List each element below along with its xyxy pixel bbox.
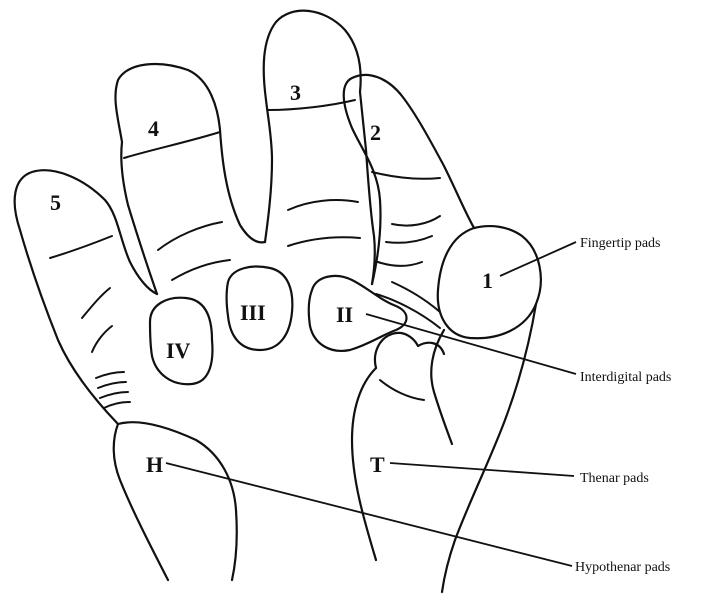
callout-thenar-pads: Thenar pads	[580, 471, 649, 486]
finger-3-tip-crease	[268, 100, 355, 110]
pad-label-iv: IV	[166, 338, 191, 363]
pad-label-iii: III	[240, 300, 266, 325]
wrist-crease-1	[96, 372, 124, 378]
digit-label-2: 2	[370, 120, 381, 145]
digit-label-3: 3	[290, 80, 301, 105]
leader-interdigital	[366, 314, 576, 374]
hypothenar-right-edge	[118, 422, 237, 580]
finger-3-crease-1	[288, 200, 358, 210]
thumb-lower-outline	[442, 304, 536, 592]
finger-5-outline	[15, 170, 157, 424]
thenar-fold-1	[380, 380, 424, 400]
digit-label-1: 1	[482, 268, 493, 293]
finger-4-outline	[115, 64, 265, 294]
finger-2-tip-crease	[372, 172, 440, 179]
finger-4-crease-1	[158, 222, 222, 250]
finger-2-crease-2	[386, 236, 432, 243]
callout-hypothenar-pads: Hypothenar pads	[575, 560, 670, 575]
finger-2-crease-1	[392, 216, 440, 226]
finger-3	[264, 11, 375, 284]
finger-2	[344, 75, 474, 284]
thumb-inner-outline	[431, 330, 452, 444]
finger-5-tip-crease	[50, 236, 112, 258]
finger-5	[15, 170, 157, 424]
pad-label-t: T	[370, 452, 385, 477]
finger-3-crease-2	[288, 237, 360, 246]
finger-2-outline	[344, 75, 474, 284]
palm-left-edge	[114, 424, 168, 580]
digit-label-5: 5	[50, 190, 61, 215]
leader-fingertip	[500, 242, 576, 276]
callout-interdigital-pads: Interdigital pads	[580, 370, 671, 385]
pad-label-ii: II	[336, 302, 353, 327]
finger-5-crease-1	[82, 288, 110, 318]
leader-hypothenar	[166, 463, 572, 566]
wrist-crease-4	[104, 402, 130, 408]
wrist-crease-2	[98, 382, 126, 388]
finger-5-crease-2	[92, 326, 112, 352]
finger-4-crease-2	[172, 260, 230, 280]
callout-fingertip-pads: Fingertip pads	[580, 236, 661, 251]
finger-3-outline	[264, 11, 375, 284]
finger-2-crease-3	[378, 262, 422, 266]
pad-label-h: H	[146, 452, 163, 477]
wrist-crease-3	[100, 392, 128, 398]
digit-label-4: 4	[148, 116, 159, 141]
thumb-crease-1	[376, 294, 440, 328]
finger-4	[115, 64, 265, 294]
interdigital-pad-ii	[309, 276, 407, 351]
finger-4-tip-crease	[124, 132, 220, 158]
